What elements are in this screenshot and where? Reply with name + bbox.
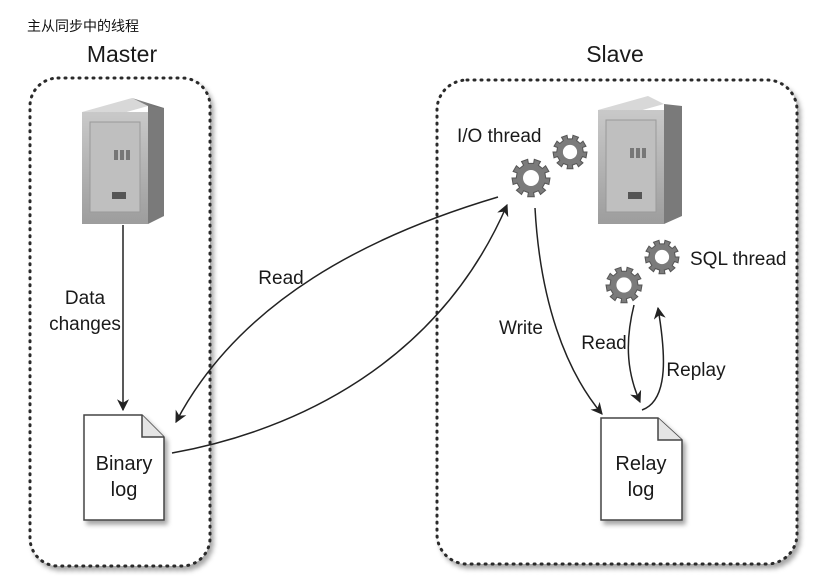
- data-changes-line2: changes: [49, 314, 121, 335]
- master-panel: Master: [28, 41, 212, 568]
- gear-hole: [562, 144, 578, 160]
- binary-log-line2: log: [111, 479, 138, 501]
- gear-hole: [654, 249, 670, 265]
- write-label: Write: [499, 318, 543, 339]
- slave-title: Slave: [586, 41, 644, 67]
- relay-log-icon: [600, 417, 683, 521]
- sql-thread-label: SQL thread: [690, 249, 786, 270]
- read-arrow-to-io-thread: [171, 203, 509, 454]
- diagram-caption: 主从同步中的线程: [27, 19, 139, 35]
- io-thread-gear-icon: [511, 134, 588, 198]
- master-server-icon: [82, 98, 164, 224]
- gear-hole: [523, 170, 539, 186]
- write-arrow: [534, 207, 603, 415]
- sql-thread-gear-icon: [605, 239, 680, 304]
- read-arrow-to-binary-log: [175, 196, 499, 424]
- replay-label: Replay: [666, 360, 726, 381]
- relay-read-label: Read: [581, 333, 626, 354]
- slave-panel: Slave: [435, 41, 799, 566]
- relay-read-arrow: [627, 304, 642, 404]
- read-link-label: Read: [258, 268, 303, 289]
- slave-server-icon: [598, 96, 682, 224]
- master-title: Master: [87, 41, 158, 67]
- gear-hole: [616, 277, 632, 293]
- binary-log-icon: [83, 414, 165, 521]
- relay-log-line1: Relay: [615, 453, 666, 475]
- relay-log-line2: log: [628, 479, 655, 501]
- io-thread-label: I/O thread: [457, 126, 542, 147]
- binary-log-line1: Binary: [96, 453, 153, 475]
- data-changes-line1: Data: [65, 288, 106, 309]
- replay-arrow: [641, 306, 666, 411]
